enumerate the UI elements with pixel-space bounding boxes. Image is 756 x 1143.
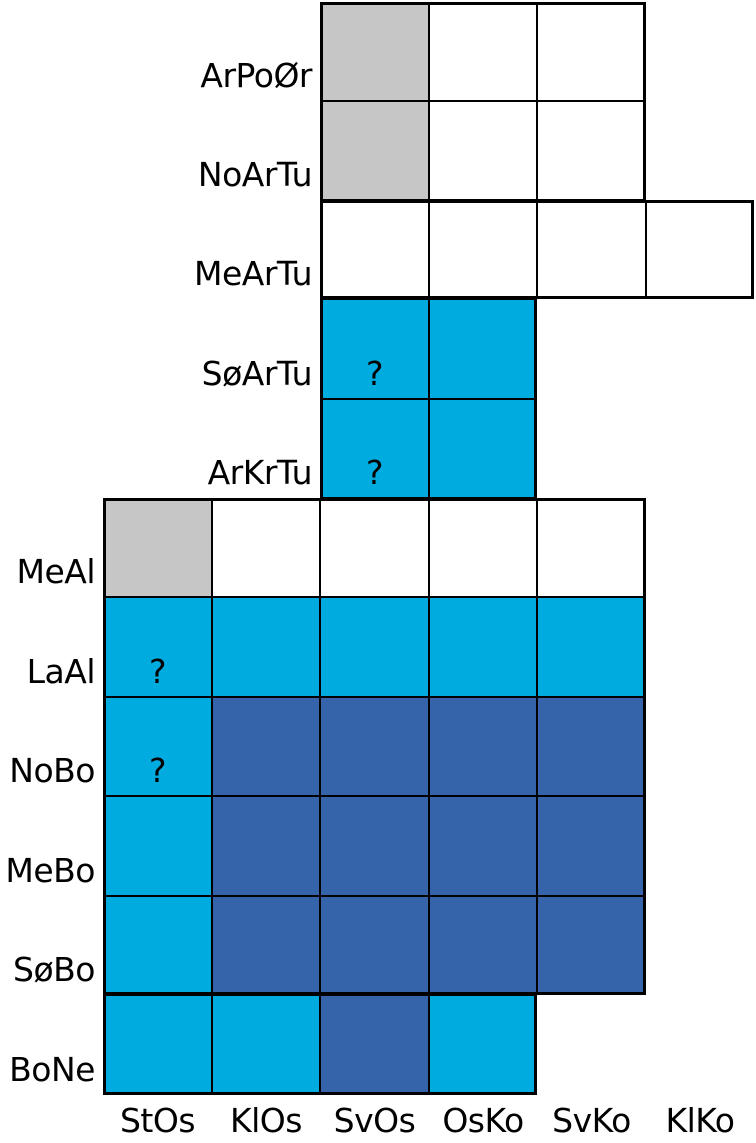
matrix-cell-noartu-svko [537,101,646,200]
matrix-cell-laal-stos [103,597,212,697]
col-label-svko: SvKo [552,1101,631,1140]
matrix-cell-arpoor-svos [320,2,429,101]
matrix-cell-bone-stos [103,995,212,1095]
matrix-cell-nobo-svos [320,697,429,796]
matrix-cell-noartu-svos [320,101,429,200]
matrix-cell-sobo-svos [320,896,429,995]
matrix-cell-bone-klos [212,995,320,1095]
row-label-bone: BoNe [9,1050,95,1089]
row-label-sobo: SøBo [13,950,95,989]
matrix-cell-meartu-klko [646,200,754,299]
matrix-cell-arpoor-osko [429,2,537,101]
matrix-cell-nobo-osko [429,697,537,796]
matrix-cell-meal-svos [320,498,429,597]
row-label-mebo: MeBo [5,851,95,890]
row-label-soartu: SøArTu [201,354,313,393]
matrix-cell-sobo-stos [103,896,212,995]
matrix-cell-sobo-osko [429,896,537,995]
matrix-cell-mebo-svko [537,796,646,896]
row-label-arpoor: ArPoØr [200,56,312,95]
row-label-meartu: MeArTu [194,254,312,293]
matrix-cell-sobo-svko [537,896,646,995]
question-mark-nobo-stos: ? [148,751,167,790]
col-label-klos: KlOs [230,1101,302,1140]
matrix-cell-laal-osko [429,597,537,697]
matrix-cell-mebo-osko [429,796,537,896]
col-label-svos: SvOs [333,1101,416,1140]
row-label-nobo: NoBo [9,751,95,790]
matrix-cell-arpoor-svko [537,2,646,101]
matrix-cell-meal-stos [103,498,212,597]
matrix-cell-mebo-stos [103,796,212,896]
col-label-osko: OsKo [442,1101,524,1140]
question-mark-arkrtu-svos: ? [365,453,384,492]
question-mark-laal-stos: ? [148,652,167,691]
matrix-cell-laal-klos [212,597,320,697]
matrix-cell-meartu-svko [537,200,646,299]
row-label-noartu: NoArTu [197,155,313,194]
matrix-cell-nobo-stos [103,697,212,796]
matrix-cell-bone-osko [429,995,537,1095]
matrix-cell-meal-svko [537,498,646,597]
matrix-cell-soartu-svos [320,299,429,399]
row-label-meal: MeAl [16,552,95,591]
matrix-cell-sobo-klos [212,896,320,995]
matrix-cell-arkrtu-osko [429,399,537,498]
question-mark-soartu-svos: ? [365,354,384,393]
row-label-arkrtu: ArKrTu [207,453,313,492]
matrix-cell-meartu-svos [320,200,429,299]
col-label-klko: KlKo [665,1101,736,1140]
matrix-cell-soartu-osko [429,299,537,399]
matrix-cell-nobo-klos [212,697,320,796]
matrix-cell-noartu-osko [429,101,537,200]
row-label-laal: LaAl [26,652,96,691]
matrix-cell-meal-osko [429,498,537,597]
matrix-cell-mebo-svos [320,796,429,896]
matrix-cell-laal-svko [537,597,646,697]
matrix-cell-arkrtu-svos [320,399,429,498]
matrix-cell-meal-klos [212,498,320,597]
matrix-cell-nobo-svko [537,697,646,796]
matrix-cell-meartu-osko [429,200,537,299]
matrix-cell-bone-svos [320,995,429,1095]
matrix-cell-mebo-klos [212,796,320,896]
col-label-stos: StOs [119,1101,196,1140]
matrix-cell-laal-svos [320,597,429,697]
